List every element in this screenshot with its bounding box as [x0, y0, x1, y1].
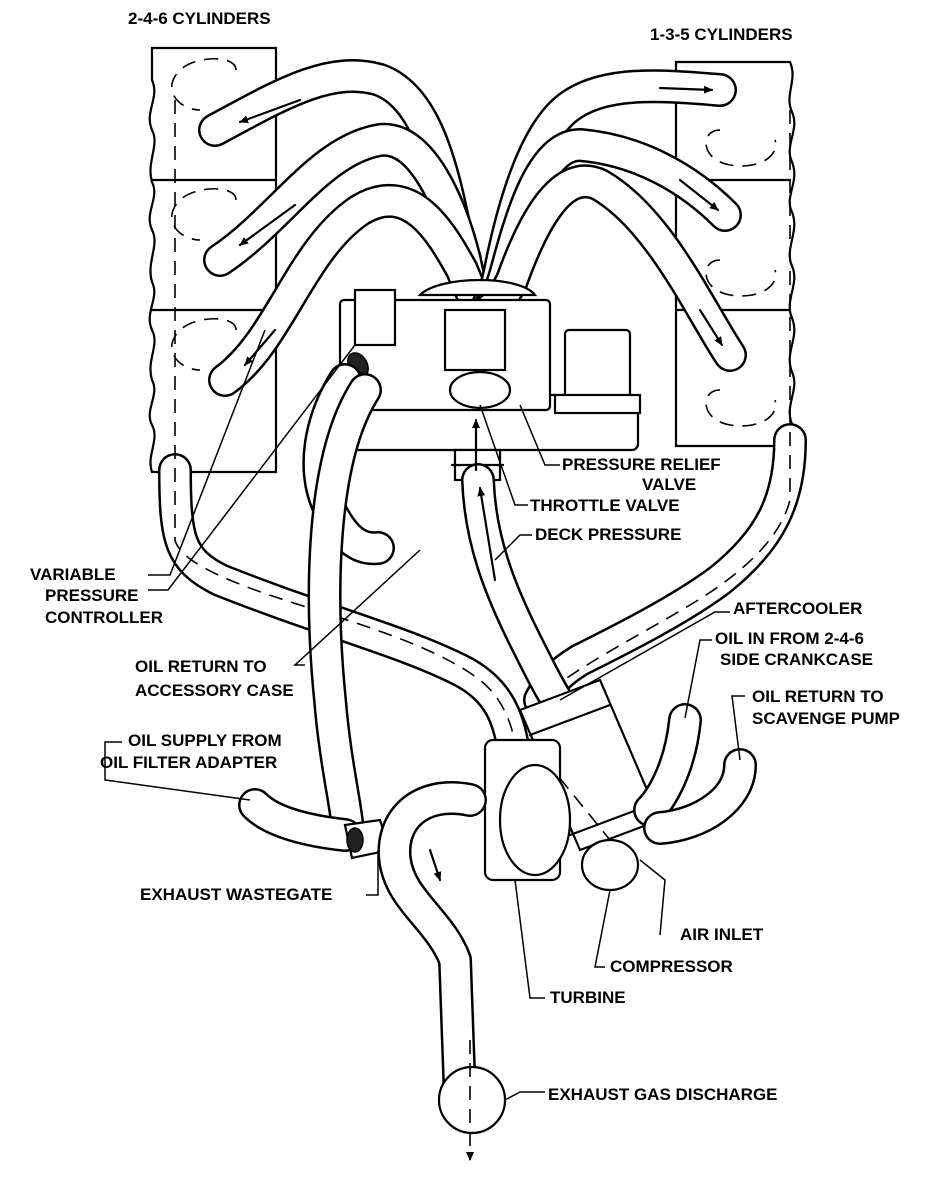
label-turbine: TURBINE	[550, 988, 626, 1007]
label-exhaust-wastegate: EXHAUST WASTEGATE	[140, 885, 332, 904]
label-variable-3: CONTROLLER	[45, 608, 163, 627]
label-cylinders-135: 1-3-5 CYLINDERS	[650, 25, 793, 44]
deck-pressure-duct	[461, 418, 577, 722]
oil-return-scavenge-tube	[633, 703, 757, 845]
diagram-labels: 2-4-6 CYLINDERS 1-3-5 CYLINDERS PRESSURE…	[30, 9, 900, 1104]
oil-supply-tube	[238, 373, 382, 852]
exhaust-duct	[377, 781, 507, 1161]
label-oil-supply-1: OIL SUPPLY FROM	[128, 731, 282, 750]
label-pressure-relief-2: VALVE	[642, 475, 696, 494]
label-variable-1: VARIABLE	[30, 565, 116, 584]
label-oil-return-accessory-1: OIL RETURN TO	[135, 657, 267, 676]
label-oil-supply-2: OIL FILTER ADAPTER	[100, 753, 277, 772]
turbocharger	[343, 738, 640, 892]
label-oil-return-scavenge-2: SCAVENGE PUMP	[752, 709, 900, 728]
label-oil-in-2: SIDE CRANKCASE	[720, 650, 873, 669]
label-throttle-valve: THROTTLE VALVE	[530, 496, 680, 515]
label-exhaust-gas-discharge: EXHAUST GAS DISCHARGE	[548, 1085, 778, 1104]
label-compressor: COMPRESSOR	[610, 957, 733, 976]
oil-scavenge-tubes	[158, 100, 807, 777]
cylinder-bank-135	[674, 60, 796, 448]
label-deck-pressure: DECK PRESSURE	[535, 525, 681, 544]
label-variable-2: PRESSURE	[45, 586, 139, 605]
label-cylinders-246: 2-4-6 CYLINDERS	[128, 9, 271, 28]
throttle-body-assembly	[336, 278, 642, 482]
label-oil-in-1: OIL IN FROM 2-4-6	[715, 629, 864, 648]
label-air-inlet: AIR INLET	[680, 925, 764, 944]
leader-lines	[104, 329, 745, 1101]
label-pressure-relief-1: PRESSURE RELIEF	[562, 455, 721, 474]
label-aftercooler: AFTERCOOLER	[733, 599, 862, 618]
cylinder-oil-loops	[171, 58, 777, 427]
label-oil-return-accessory-2: ACCESSORY CASE	[135, 681, 294, 700]
label-oil-return-scavenge-1: OIL RETURN TO	[752, 687, 884, 706]
